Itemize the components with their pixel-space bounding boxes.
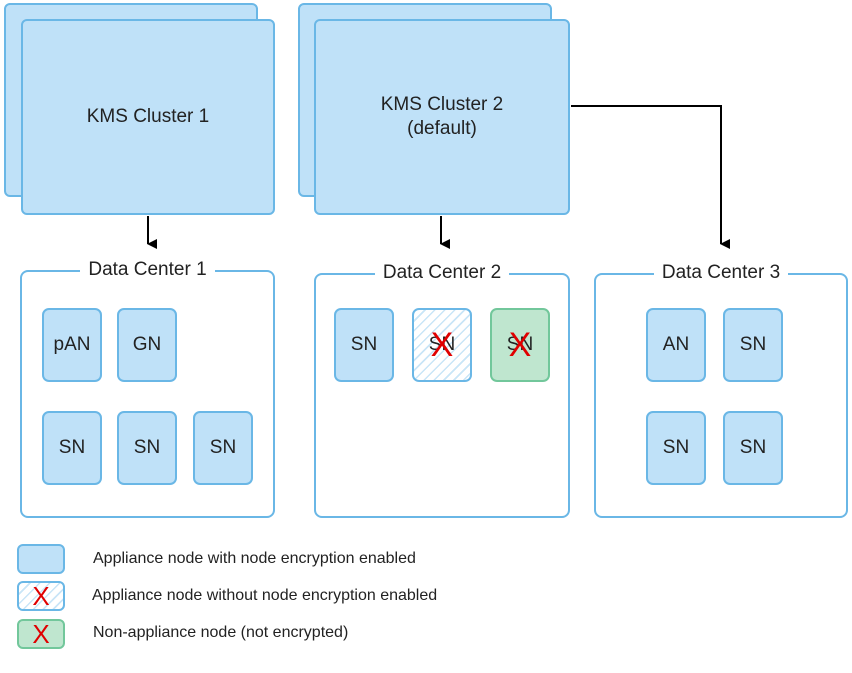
node-sn: SN — [723, 308, 783, 382]
legend-text-unencrypted-appliance: Appliance node without node encryption e… — [92, 587, 438, 604]
node-sn-non-appliance: SN X — [490, 308, 550, 382]
kms-cluster-2: KMS Cluster 2 (default) — [314, 19, 570, 215]
node-sn: SN — [193, 411, 253, 485]
legend-text-non-appliance: Non-appliance node (not encrypted) — [93, 624, 349, 641]
node-gn: GN — [117, 308, 177, 382]
node-label: SN — [739, 437, 767, 458]
kms-cluster-2-label: KMS Cluster 2 — [380, 94, 504, 115]
data-center-2: Data Center 2 SN SN X SN X — [314, 262, 570, 518]
legend-swatch-encrypted — [17, 544, 65, 574]
kms-cluster-2-sublabel: (default) — [407, 118, 477, 139]
node-sn: SN — [646, 411, 706, 485]
legend-text-encrypted: Appliance node with node encryption enab… — [93, 550, 416, 567]
kms-cluster-1-label: KMS Cluster 1 — [86, 106, 210, 127]
node-label: pAN — [53, 334, 91, 355]
data-center-3: Data Center 3 AN SN SN SN — [594, 262, 848, 518]
node-label: GN — [132, 334, 162, 355]
data-center-3-title: Data Center 3 — [653, 262, 789, 283]
node-label: SN — [428, 334, 456, 355]
node-label: SN — [739, 334, 767, 355]
not-encrypted-x-icon: X — [508, 326, 532, 364]
kms-cluster-1: KMS Cluster 1 — [21, 19, 275, 215]
not-encrypted-x-icon: X — [32, 619, 50, 649]
node-sn: SN — [42, 411, 102, 485]
legend-swatch-unencrypted-appliance: X — [17, 581, 65, 611]
arrow-kms2-to-dc3 — [571, 105, 730, 249]
node-an: AN — [646, 308, 706, 382]
data-center-2-title: Data Center 2 — [374, 262, 510, 283]
node-pan: pAN — [42, 308, 102, 382]
node-sn-unencrypted-appliance: SN X — [412, 308, 472, 382]
node-label: SN — [662, 437, 690, 458]
data-center-1: Data Center 1 pAN GN SN SN SN — [20, 259, 275, 518]
node-label: SN — [350, 334, 378, 355]
node-sn: SN — [117, 411, 177, 485]
not-encrypted-x-icon: X — [430, 326, 454, 364]
node-label: AN — [662, 334, 690, 355]
node-label: SN — [58, 437, 86, 458]
node-label: SN — [209, 437, 237, 458]
node-sn: SN — [334, 308, 394, 382]
data-center-1-title: Data Center 1 — [80, 259, 215, 280]
node-label: SN — [133, 437, 161, 458]
node-label: SN — [506, 334, 534, 355]
legend-swatch-non-appliance: X — [17, 619, 65, 649]
node-sn: SN — [723, 411, 783, 485]
not-encrypted-x-icon: X — [32, 581, 50, 611]
